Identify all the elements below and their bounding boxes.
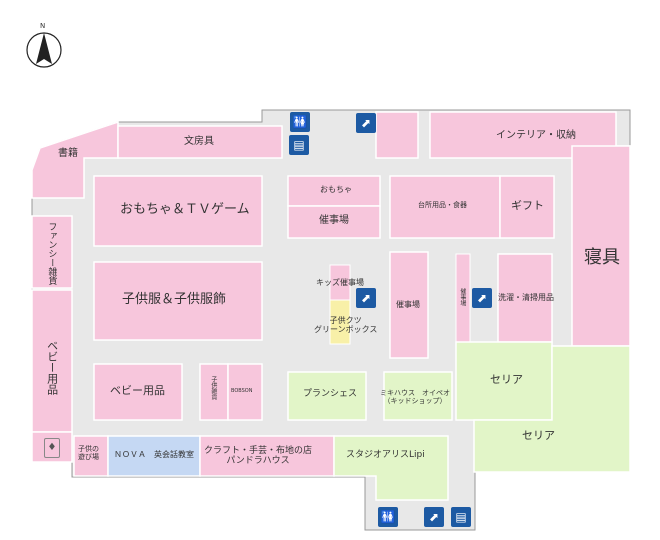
store-pranses[interactable]	[287, 371, 367, 421]
label-interior: インテリア・収納	[496, 130, 576, 141]
elevator-icon[interactable]: ▤	[451, 507, 471, 527]
store-baby-left[interactable]	[31, 289, 73, 433]
label-pranses: プランシェス	[303, 389, 358, 399]
label-kids-green: 子供クツ グリーンボックス	[314, 316, 378, 335]
label-shingu: 寝具	[584, 247, 620, 268]
label-saiji-1: 催事場	[319, 215, 349, 226]
store-baby-center[interactable]	[93, 363, 183, 421]
elevator-icon[interactable]: ▤	[289, 135, 309, 155]
label-sentaku: 洗濯・清掃用品	[498, 293, 554, 302]
escalator-icon[interactable]: ⬈	[356, 288, 376, 308]
baby-bottle-icon[interactable]: ♦	[44, 438, 60, 458]
label-seria-2: セリア	[522, 429, 555, 442]
label-kodomo-zakka: 子供雑貨	[209, 376, 217, 400]
store-studio[interactable]	[333, 435, 449, 501]
label-saiji-3: 催事場	[458, 288, 466, 306]
label-bobson: BOBSON	[231, 388, 253, 394]
label-fancy: ファンシー雑貨	[46, 222, 57, 285]
label-kids-saiji: キッズ催事場	[316, 278, 364, 287]
label-mikihouse: ミキハウス オイペオ （キッドショップ）	[380, 389, 450, 406]
store-seria-1[interactable]	[455, 341, 553, 421]
escalator-icon[interactable]: ⬈	[424, 507, 444, 527]
store-top-small[interactable]	[375, 111, 419, 159]
label-kids-play: 子供の 遊び場	[78, 445, 99, 462]
label-daidokoro: 台所用品・食器	[418, 201, 467, 209]
store-kodomofuku[interactable]	[93, 261, 263, 341]
store-kids-green[interactable]	[329, 299, 351, 345]
escalator-icon[interactable]: ⬈	[472, 288, 492, 308]
store-omocha-tv[interactable]	[93, 175, 263, 247]
label-baby-center: ベビー用品	[110, 384, 165, 397]
label-shoseki: 書籍	[58, 148, 78, 159]
restroom-icon[interactable]: 🚻	[378, 507, 398, 527]
store-bobson[interactable]	[227, 363, 263, 421]
label-omocha-small: おもちゃ	[320, 185, 352, 194]
label-bunbougu: 文房具	[184, 136, 214, 147]
label-nova: ＮＯＶＡ 英会話教室	[114, 450, 194, 459]
escalator-icon[interactable]: ⬈	[356, 113, 376, 133]
label-gift: ギフト	[511, 199, 544, 212]
label-compass-n: N	[40, 22, 46, 30]
store-bunbougu[interactable]	[117, 125, 283, 159]
store-fancy[interactable]	[31, 215, 73, 289]
label-seria-1: セリア	[490, 373, 523, 386]
nursing-room[interactable]	[31, 431, 73, 463]
store-craft[interactable]	[199, 435, 335, 477]
store-gift[interactable]	[499, 175, 555, 239]
store-kodomo-zakka[interactable]	[199, 363, 229, 421]
label-omocha-tv: おもちゃ＆ＴＶゲーム	[120, 202, 250, 217]
store-shingu[interactable]	[571, 145, 631, 347]
store-saiji-1[interactable]	[287, 205, 381, 239]
store-mikihouse[interactable]	[383, 371, 453, 421]
compass-icon	[26, 32, 62, 68]
label-kodomofuku: 子供服＆子供服飾	[122, 292, 227, 307]
label-baby-left: ベビー用品	[45, 340, 59, 395]
restroom-icon[interactable]: 🚻	[290, 112, 310, 132]
label-saiji-2: 催事場	[396, 300, 420, 309]
store-sentaku[interactable]	[497, 253, 553, 343]
label-studio: スタジオアリスLipi	[346, 450, 425, 460]
label-craft: クラフト・手芸・布地の店 パンドラハウス	[204, 446, 313, 467]
store-seria-2[interactable]	[473, 345, 631, 473]
store-nova[interactable]	[107, 435, 201, 477]
store-kids-play[interactable]	[73, 435, 109, 477]
store-saiji-2[interactable]	[389, 251, 429, 359]
